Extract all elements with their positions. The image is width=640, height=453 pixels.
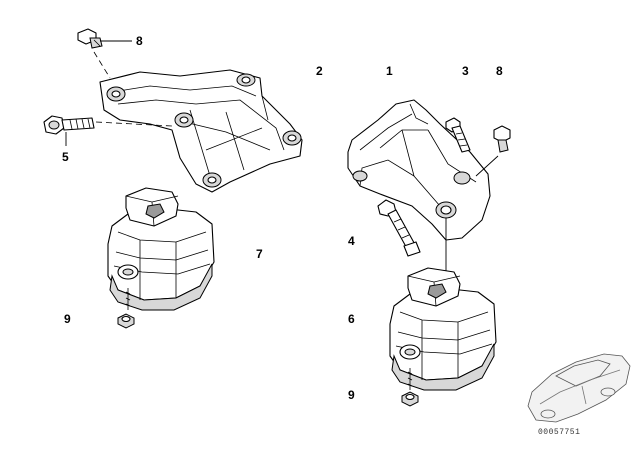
engine-mount-left [107,187,215,311]
callout-8-top-left: 8 [136,34,143,48]
dash-bolt-5 [95,121,173,127]
engine-mount-right [389,267,497,391]
callout-7: 7 [256,247,263,261]
bolt-3 [445,117,471,153]
car-thumbnail [527,353,631,423]
image-code: 00057751 [538,428,581,437]
bolt-4 [377,199,421,257]
nut-9-left [117,313,135,329]
callout-9-left: 9 [64,312,71,326]
callout-6: 6 [348,312,355,326]
callout-8-top-right: 8 [496,64,503,78]
nut-9-right [401,391,419,407]
leader-8-right [475,155,499,177]
callout-4: 4 [348,234,355,248]
callout-1: 1 [386,64,393,78]
bolt-8-top-left [77,28,103,49]
callout-9-right: 9 [348,388,355,402]
callout-5: 5 [62,150,69,164]
bolt-5 [43,115,95,135]
engine-bracket-7 [99,69,303,193]
engine-bracket-1 [347,99,491,241]
dash-bolt-8 [93,51,111,79]
callout-3: 3 [462,64,469,78]
callout-2: 2 [316,64,323,78]
bolt-8-right [493,125,511,153]
